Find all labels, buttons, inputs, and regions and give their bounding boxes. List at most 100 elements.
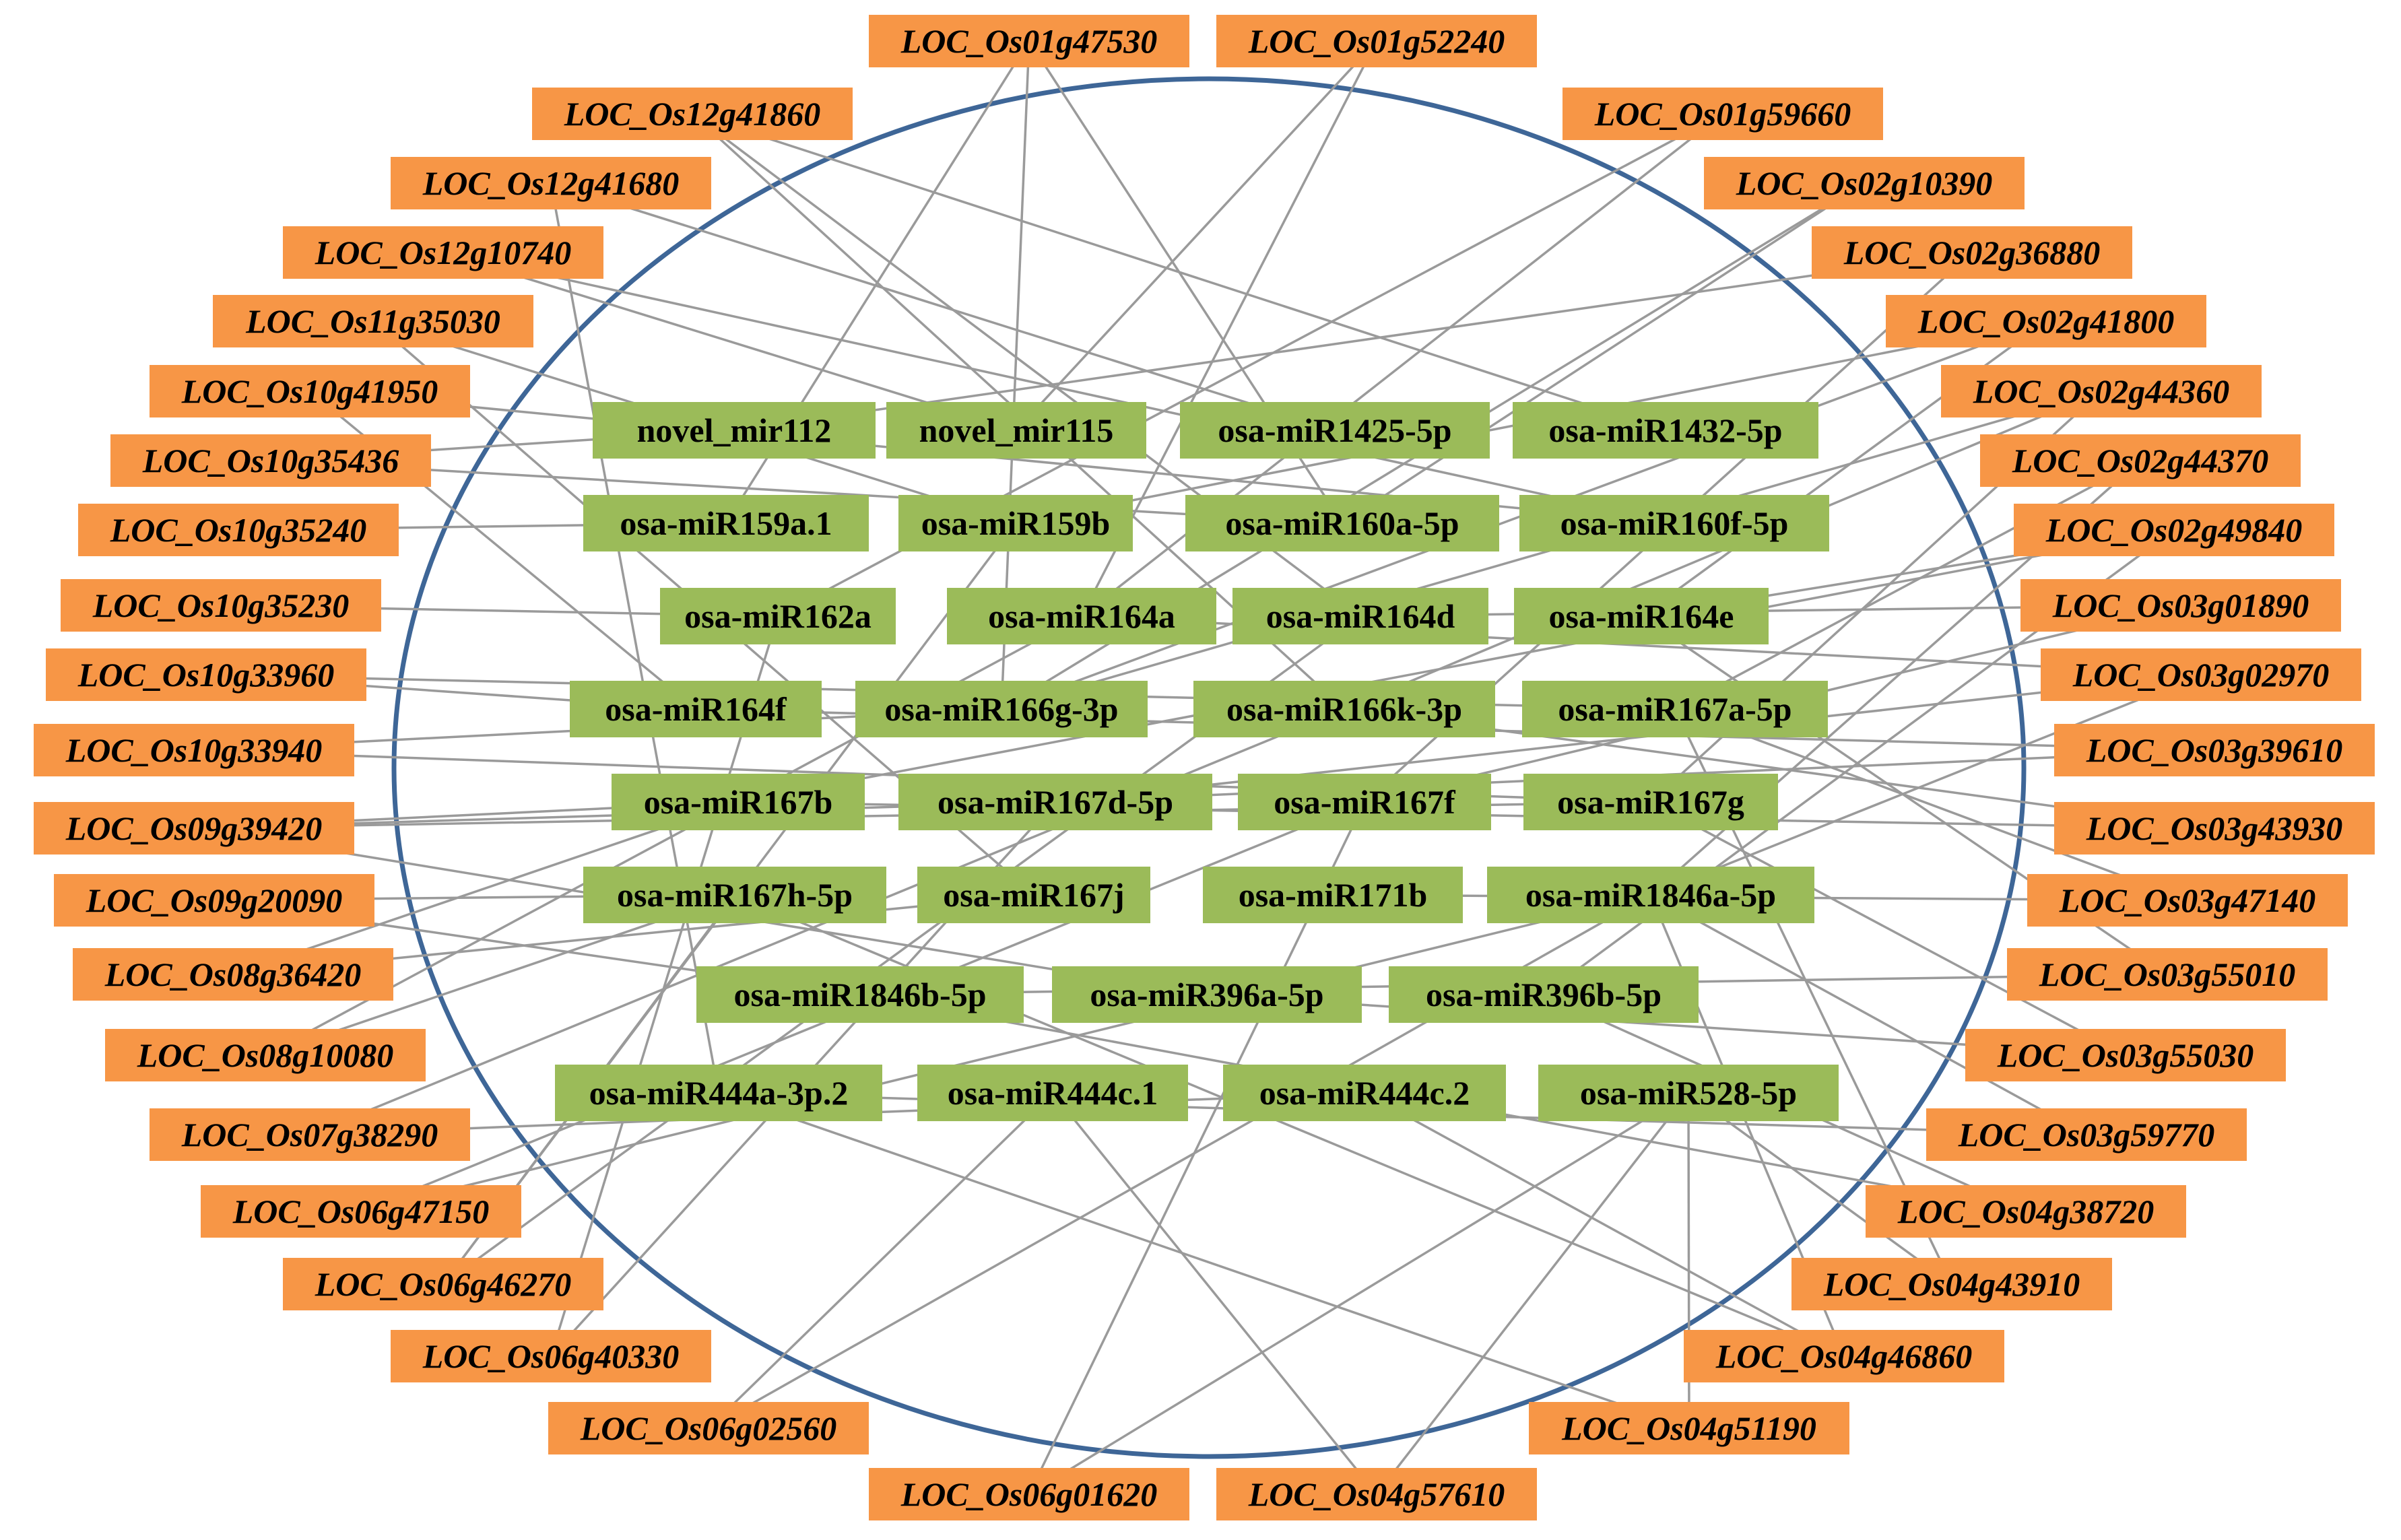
- gene-node[interactable]: LOC_Os06g46270: [283, 1258, 603, 1310]
- mirna-node[interactable]: osa-miR1846a-5p: [1487, 867, 1814, 923]
- mirna-node[interactable]: osa-miR1846b-5p: [696, 966, 1024, 1023]
- mirna-node[interactable]: osa-miR167g: [1523, 774, 1778, 830]
- mirna-node[interactable]: osa-miR444a-3p.2: [555, 1065, 882, 1121]
- gene-node[interactable]: LOC_Os10g35240: [78, 504, 399, 556]
- gene-box: [548, 1402, 869, 1454]
- gene-node[interactable]: LOC_Os09g39420: [34, 802, 354, 855]
- gene-node[interactable]: LOC_Os12g41860: [532, 88, 853, 140]
- gene-node[interactable]: LOC_Os12g10740: [283, 226, 603, 279]
- gene-node[interactable]: LOC_Os04g38720: [1866, 1185, 2186, 1238]
- mirna-node[interactable]: osa-miR1425-5p: [1180, 402, 1490, 459]
- mirna-box: [898, 495, 1133, 551]
- mirna-node[interactable]: osa-miR164a: [947, 588, 1216, 644]
- gene-node[interactable]: LOC_Os03g47140: [2027, 874, 2348, 927]
- gene-node[interactable]: LOC_Os03g02970: [2041, 648, 2361, 701]
- mirna-label: osa-miR167h-5p: [617, 876, 853, 914]
- gene-node[interactable]: LOC_Os06g02560: [548, 1402, 869, 1454]
- mirna-label: osa-miR1846b-5p: [733, 976, 986, 1013]
- mirna-node[interactable]: osa-miR166g-3p: [855, 681, 1148, 737]
- mirna-node[interactable]: osa-miR160f-5p: [1519, 495, 1829, 551]
- mirna-node[interactable]: osa-miR444c.1: [917, 1065, 1188, 1121]
- gene-node[interactable]: LOC_Os12g41680: [391, 157, 711, 209]
- gene-node[interactable]: LOC_Os10g35436: [110, 434, 431, 487]
- mirna-node[interactable]: novel_mir115: [886, 402, 1146, 459]
- gene-node[interactable]: LOC_Os09g20090: [54, 874, 374, 927]
- gene-node[interactable]: LOC_Os06g47150: [201, 1185, 521, 1238]
- mirna-node[interactable]: osa-miR167b: [612, 774, 865, 830]
- gene-node[interactable]: LOC_Os02g44370: [1980, 434, 2301, 487]
- edge-12: [442, 251, 1017, 432]
- mirna-node[interactable]: osa-miR167f: [1238, 774, 1491, 830]
- gene-box: [1980, 434, 2301, 487]
- mirna-node[interactable]: osa-miR396a-5p: [1052, 966, 1362, 1023]
- mirna-box: [917, 1065, 1188, 1121]
- gene-node[interactable]: LOC_Os01g59660: [1563, 88, 1883, 140]
- mirna-node[interactable]: osa-miR396b-5p: [1389, 966, 1699, 1023]
- gene-label: LOC_Os10g35240: [110, 511, 367, 549]
- gene-node[interactable]: LOC_Os10g41950: [150, 365, 470, 417]
- gene-node[interactable]: LOC_Os01g47530: [869, 15, 1189, 67]
- gene-node[interactable]: LOC_Os02g44360: [1941, 365, 2262, 417]
- gene-node[interactable]: LOC_Os03g01890: [2020, 579, 2341, 632]
- mirna-node[interactable]: osa-miR164f: [570, 681, 822, 737]
- gene-node[interactable]: LOC_Os08g10080: [105, 1029, 426, 1081]
- gene-node[interactable]: LOC_Os10g33960: [46, 648, 366, 701]
- mirna-label: osa-miR164f: [605, 690, 787, 728]
- mirna-node[interactable]: osa-miR167j: [917, 867, 1150, 923]
- mirna-node[interactable]: osa-miR1432-5p: [1513, 402, 1818, 459]
- gene-node[interactable]: LOC_Os10g35230: [61, 579, 381, 632]
- gene-label: LOC_Os03g55030: [1997, 1036, 2254, 1074]
- mirna-label: osa-miR164d: [1266, 597, 1455, 635]
- gene-node[interactable]: LOC_Os01g52240: [1216, 15, 1537, 67]
- gene-node[interactable]: LOC_Os06g40330: [391, 1330, 711, 1382]
- gene-label: LOC_Os04g57610: [1248, 1475, 1505, 1513]
- gene-label: LOC_Os08g36420: [104, 956, 362, 993]
- mirna-node[interactable]: osa-miR528-5p: [1538, 1065, 1839, 1121]
- mirna-node[interactable]: osa-miR167a-5p: [1522, 681, 1828, 737]
- gene-node[interactable]: LOC_Os03g39610: [2054, 724, 2375, 776]
- gene-node[interactable]: LOC_Os11g35030: [213, 295, 533, 347]
- gene-node[interactable]: LOC_Os04g51190: [1529, 1402, 1849, 1454]
- mirna-node[interactable]: osa-miR167h-5p: [583, 867, 886, 923]
- gene-node[interactable]: LOC_Os02g10390: [1704, 157, 2025, 209]
- mirna-box: [583, 867, 886, 923]
- gene-box: [283, 1258, 603, 1310]
- gene-node[interactable]: LOC_Os03g55030: [1965, 1029, 2286, 1081]
- mirna-node[interactable]: osa-miR164d: [1232, 588, 1488, 644]
- gene-box: [61, 579, 381, 632]
- edge-73: [734, 894, 1845, 1358]
- mirna-node[interactable]: osa-miR444c.2: [1223, 1065, 1506, 1121]
- edge-70: [550, 615, 779, 1357]
- mirna-node[interactable]: novel_mir112: [593, 402, 876, 459]
- gene-node[interactable]: LOC_Os04g57610: [1216, 1468, 1537, 1520]
- mirna-node[interactable]: osa-miR167d-5p: [898, 774, 1212, 830]
- gene-node[interactable]: LOC_Os08g36420: [73, 948, 393, 1001]
- gene-node[interactable]: LOC_Os10g33940: [34, 724, 354, 776]
- mirna-node[interactable]: osa-miR162a: [660, 588, 896, 644]
- gene-node[interactable]: LOC_Os04g46860: [1684, 1330, 2004, 1382]
- gene-node[interactable]: LOC_Os03g43930: [2054, 802, 2375, 855]
- edge-57: [1650, 801, 2126, 1057]
- gene-node[interactable]: LOC_Os02g36880: [1812, 226, 2132, 279]
- gene-node[interactable]: LOC_Os03g59770: [1926, 1108, 2247, 1161]
- mirna-node[interactable]: osa-miR159b: [898, 495, 1133, 551]
- mirna-node[interactable]: osa-miR159a.1: [583, 495, 869, 551]
- mirna-label: osa-miR160a-5p: [1225, 504, 1459, 542]
- gene-label: LOC_Os03g59770: [1958, 1116, 2215, 1153]
- gene-node[interactable]: LOC_Os02g49840: [2014, 504, 2334, 556]
- gene-node[interactable]: LOC_Os04g43910: [1791, 1258, 2112, 1310]
- gene-node[interactable]: LOC_Os02g41800: [1886, 295, 2206, 347]
- gene-label: LOC_Os09g39420: [65, 809, 323, 847]
- edge-91: [737, 529, 2175, 803]
- mirna-node[interactable]: osa-miR166k-3p: [1193, 681, 1495, 737]
- gene-label: LOC_Os10g35230: [92, 587, 350, 624]
- gene-node[interactable]: LOC_Os06g01620: [869, 1468, 1189, 1520]
- mirna-node[interactable]: osa-miR160a-5p: [1185, 495, 1499, 551]
- mirna-label: osa-miR444a-3p.2: [589, 1074, 849, 1112]
- gene-node[interactable]: LOC_Os03g55010: [2007, 948, 2328, 1001]
- mirna-node[interactable]: osa-miR171b: [1203, 867, 1463, 923]
- mirna-node[interactable]: osa-miR164e: [1514, 588, 1769, 644]
- gene-node[interactable]: LOC_Os07g38290: [150, 1108, 470, 1161]
- gene-box: [2041, 648, 2361, 701]
- gene-box: [2007, 948, 2328, 1001]
